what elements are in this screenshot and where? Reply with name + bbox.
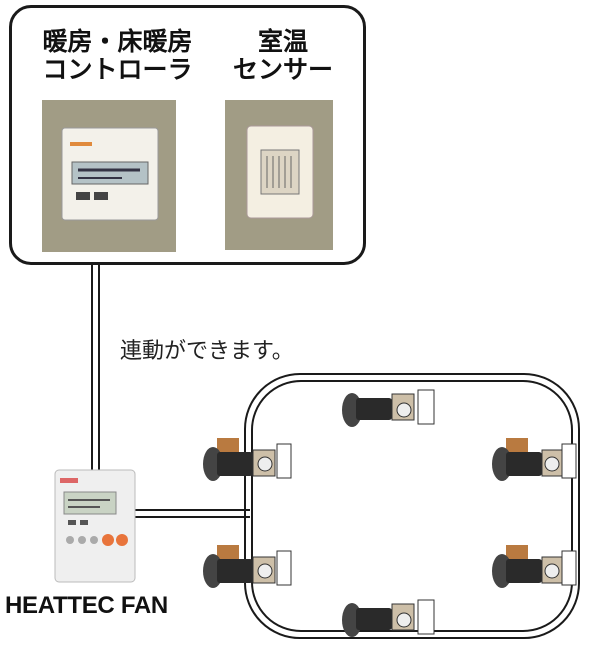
duct-loop-inner bbox=[251, 380, 573, 632]
fan-unit-top bbox=[342, 389, 435, 427]
controller-photo bbox=[42, 100, 176, 252]
sensor-label-line2: センサー bbox=[232, 55, 333, 84]
room-temperature-sensor-photo bbox=[225, 100, 333, 250]
duct-loop-outer bbox=[244, 373, 580, 639]
fan-unit-left-lower bbox=[203, 545, 292, 588]
fan-unit-right-lower bbox=[492, 545, 577, 588]
fan-unit-right-upper bbox=[492, 438, 577, 481]
sensor-label-line1: 室温 bbox=[257, 27, 308, 56]
controller-label-line1: 暖房・床暖房 bbox=[42, 27, 193, 56]
link-note: 連動ができます。 bbox=[120, 339, 294, 364]
sensor-label: 室温 センサー bbox=[228, 28, 338, 84]
controller-label: 暖房・床暖房 コントローラ bbox=[30, 28, 205, 84]
product-name-label: HEATTEC FAN bbox=[5, 592, 168, 619]
heattec-fan-controller-device bbox=[54, 469, 136, 583]
fan-unit-bottom bbox=[342, 599, 435, 637]
fan-unit-left-upper bbox=[203, 438, 292, 481]
controller-label-line2: コントローラ bbox=[42, 55, 193, 84]
